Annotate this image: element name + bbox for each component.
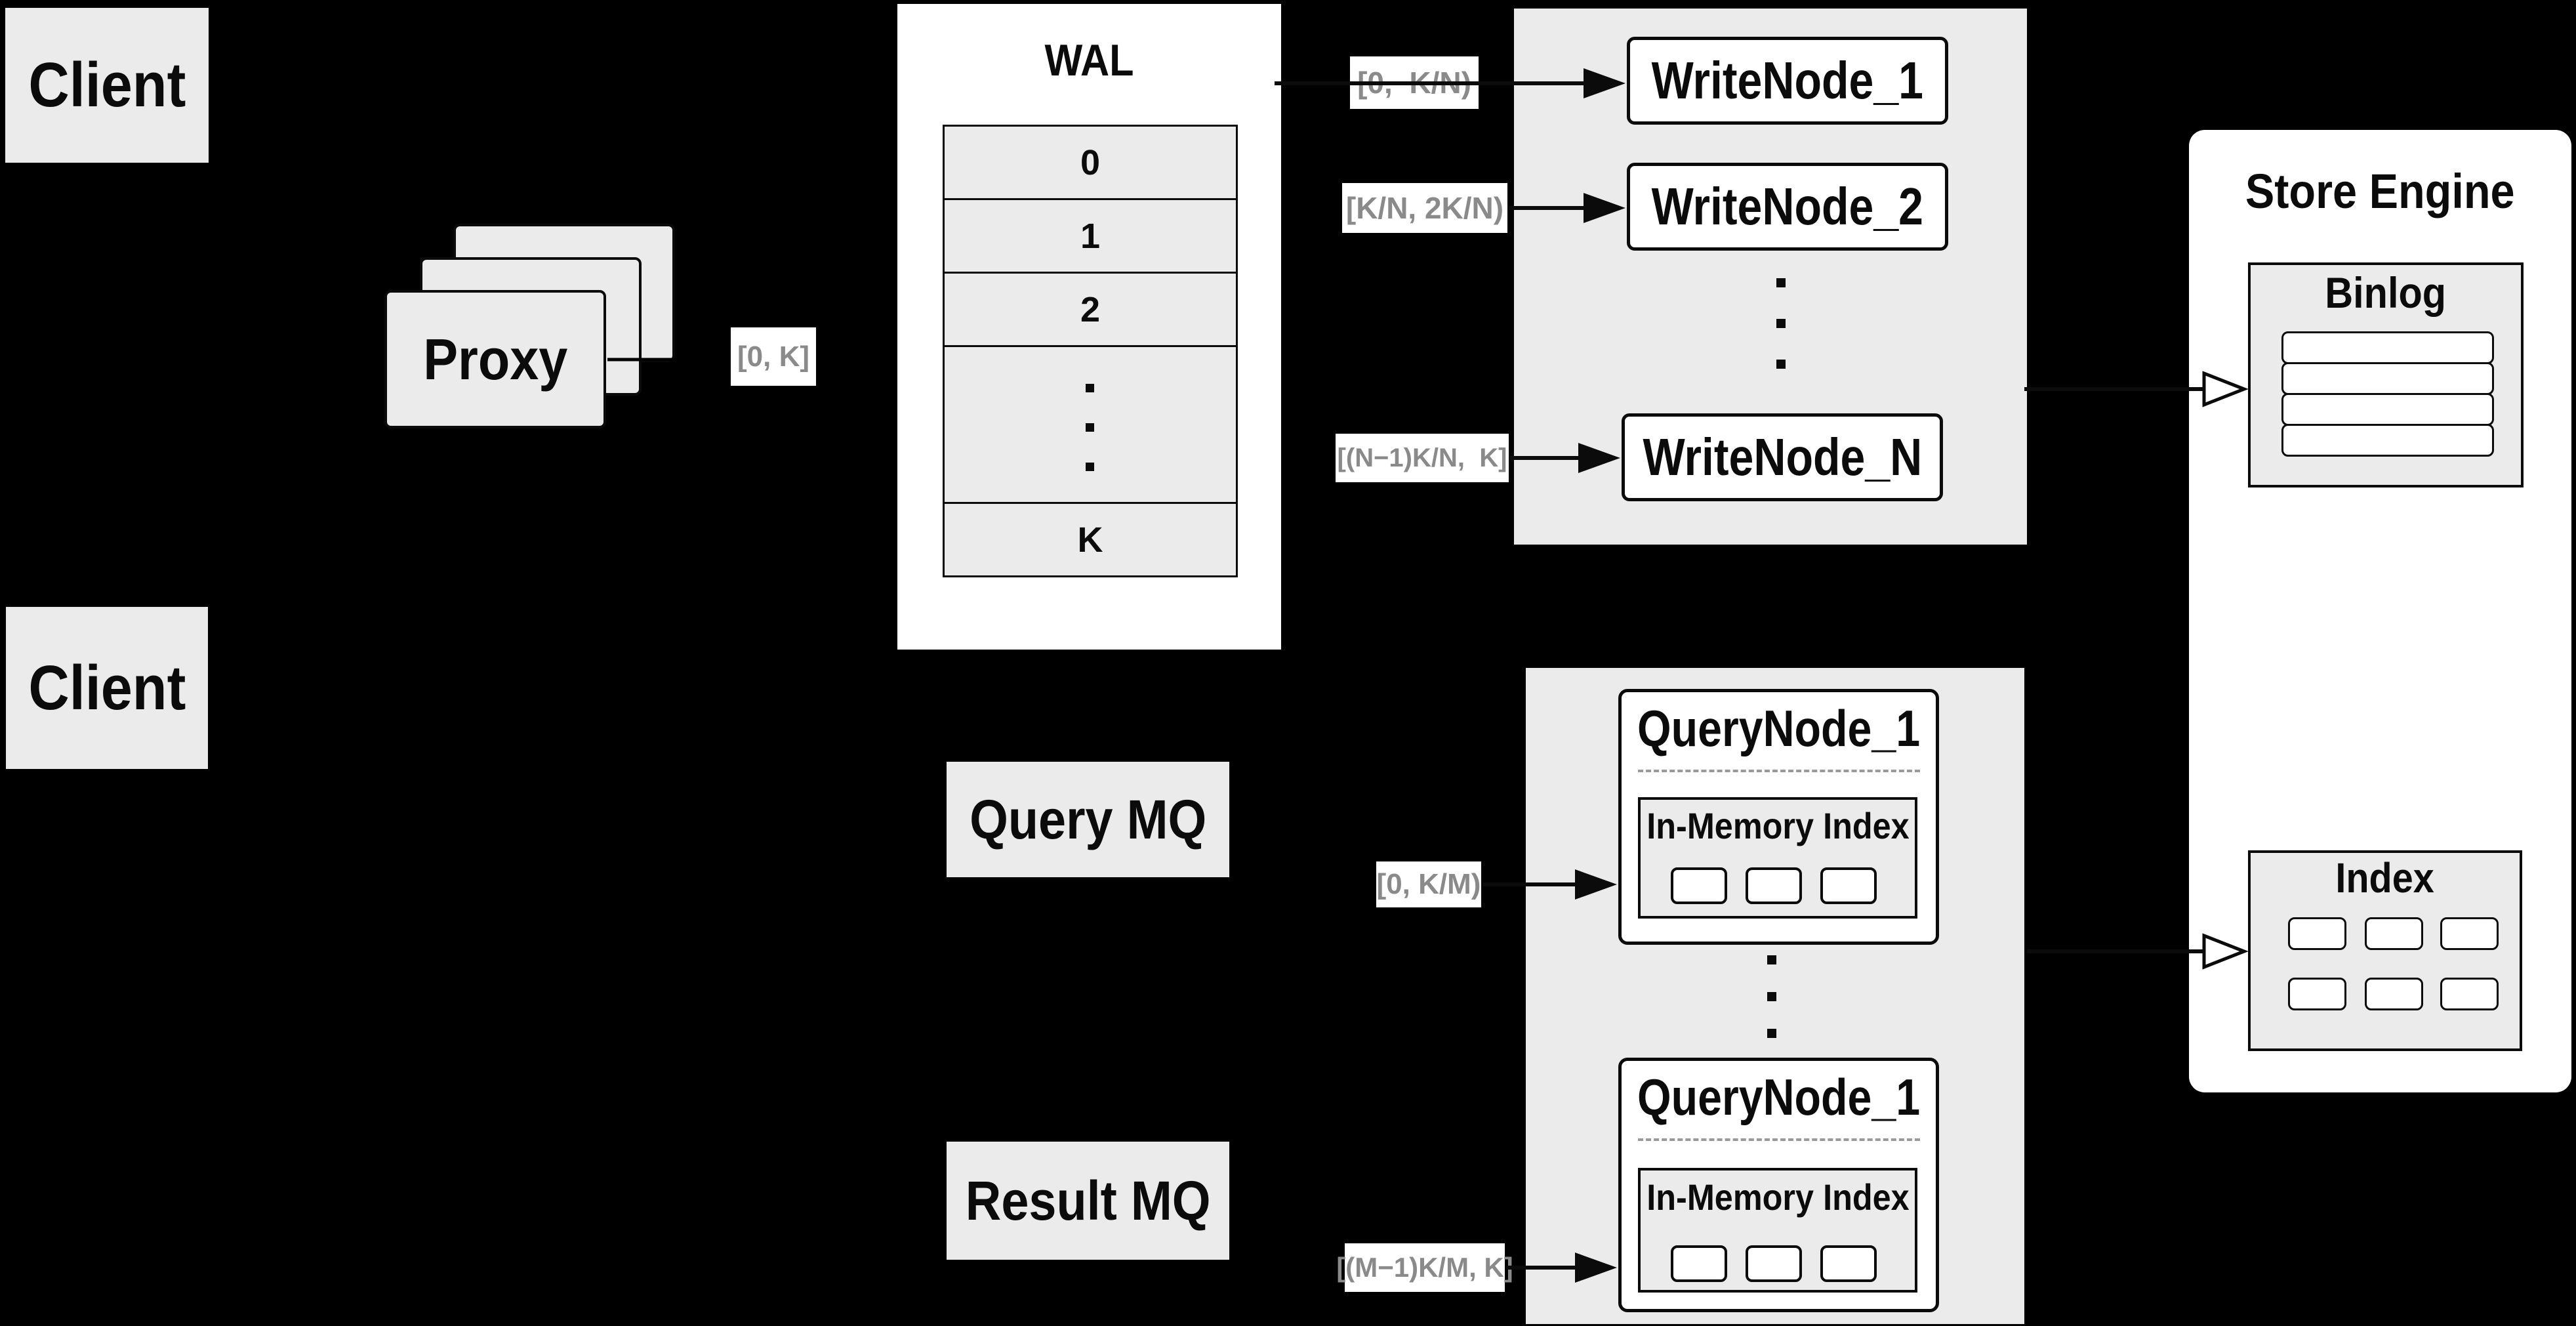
wal-ellipsis-dot [1086, 384, 1094, 392]
wal-title-wrap: WAL [897, 34, 1281, 87]
wal-segment-k: K [943, 502, 1238, 577]
query-mq-label: Query MQ [969, 788, 1207, 850]
writenode-ellipsis-dot [1776, 360, 1786, 369]
range-label-writenode-2: [K/N, 2K/N) [1342, 183, 1507, 233]
writenode-1-box: WriteNode_1 [1627, 37, 1948, 125]
index-title-wrap: Index [2248, 854, 2522, 901]
result-mq-label: Result MQ [965, 1169, 1211, 1232]
client-top-label: Client [28, 50, 186, 120]
querynode-1-title: QueryNode_1 [1637, 699, 1921, 757]
wal-ellipsis-dot [1086, 463, 1094, 471]
writenode-n-box: WriteNode_N [1622, 413, 1943, 501]
result-mq-box: Result MQ [947, 1142, 1229, 1260]
query-mq-box: Query MQ [947, 762, 1229, 877]
index-cell [2440, 978, 2499, 1010]
range-label-proxy-out: [0, K] [731, 327, 816, 386]
wal-segment-2: 2 [943, 272, 1238, 347]
store-engine-title: Store Engine [2245, 163, 2515, 218]
index-cell [2440, 917, 2499, 950]
querynode-2-inmemory-title: In-Memory Index [1646, 1176, 1910, 1218]
range-label-writenode-n: [(N−1)K/N, K] [1336, 434, 1509, 482]
querynode-2-title: QueryNode_1 [1637, 1067, 1921, 1126]
querynode-1-divider [1638, 770, 1920, 772]
querynode-ellipsis-dot [1767, 955, 1776, 964]
querynode-2-divider [1638, 1138, 1920, 1141]
querynode-ellipsis-dot [1767, 1029, 1776, 1038]
client-bottom-label: Client [28, 652, 186, 723]
binlog-row [2281, 331, 2494, 364]
querynode-ellipsis-dot [1767, 992, 1776, 1001]
writenode-ellipsis-dot [1776, 278, 1786, 287]
index-cell [2365, 917, 2423, 950]
client-box-bottom: Client [6, 607, 208, 769]
writenode-2-box: WriteNode_2 [1627, 163, 1948, 251]
writenode-1-label: WriteNode_1 [1651, 51, 1924, 110]
arrow-range-to-wal [817, 342, 896, 371]
binlog-title-wrap: Binlog [2248, 268, 2524, 318]
wal-segment-1-label: 1 [1080, 216, 1101, 256]
binlog-row [2281, 393, 2494, 426]
wal-title: WAL [1044, 35, 1134, 85]
proxy-label: Proxy [422, 326, 568, 392]
wal-segment-1: 1 [943, 198, 1238, 274]
index-cell [2365, 978, 2423, 1010]
inmemory-segment [1746, 1245, 1802, 1282]
writenode-ellipsis-dot [1776, 319, 1786, 328]
index-box [2248, 850, 2522, 1051]
index-title: Index [2335, 854, 2435, 901]
range-label-writenode-1: [0, K/N) [1350, 56, 1479, 109]
binlog-row [2281, 362, 2494, 395]
querynode-2-title-wrap: QueryNode_1 [1618, 1068, 1939, 1126]
range-label-querynode-m: [(M−1)K/M, K] [1336, 1243, 1513, 1292]
querynode-1-inmemory-title-wrap: In-Memory Index [1638, 804, 1917, 846]
store-engine-title-wrap: Store Engine [2189, 161, 2571, 220]
querynode-1-inmemory-title: In-Memory Index [1646, 804, 1910, 846]
inmemory-segment [1820, 1245, 1877, 1282]
index-cell [2288, 978, 2346, 1010]
inmemory-segment [1820, 867, 1877, 904]
inmemory-segment [1746, 867, 1802, 904]
index-cell [2288, 917, 2346, 950]
binlog-row [2281, 424, 2494, 457]
wal-ellipsis-dot [1086, 423, 1094, 432]
wal-segment-0: 0 [943, 125, 1238, 200]
inmemory-segment [1671, 867, 1727, 904]
wal-segment-k-label: K [1077, 520, 1103, 560]
proxy-box: Proxy [384, 290, 606, 428]
inmemory-segment [1671, 1245, 1727, 1282]
binlog-title: Binlog [2325, 268, 2447, 317]
wal-segment-0-label: 0 [1080, 142, 1101, 182]
client-box-top: Client [5, 8, 209, 163]
querynode-1-title-wrap: QueryNode_1 [1618, 699, 1939, 757]
writenode-n-label: WriteNode_N [1643, 428, 1922, 486]
writenode-2-label: WriteNode_2 [1651, 177, 1924, 236]
querynode-2-inmemory-title-wrap: In-Memory Index [1638, 1176, 1917, 1218]
range-label-querynode-1: [0, K/M) [1376, 861, 1481, 907]
wal-segment-2-label: 2 [1080, 289, 1101, 329]
